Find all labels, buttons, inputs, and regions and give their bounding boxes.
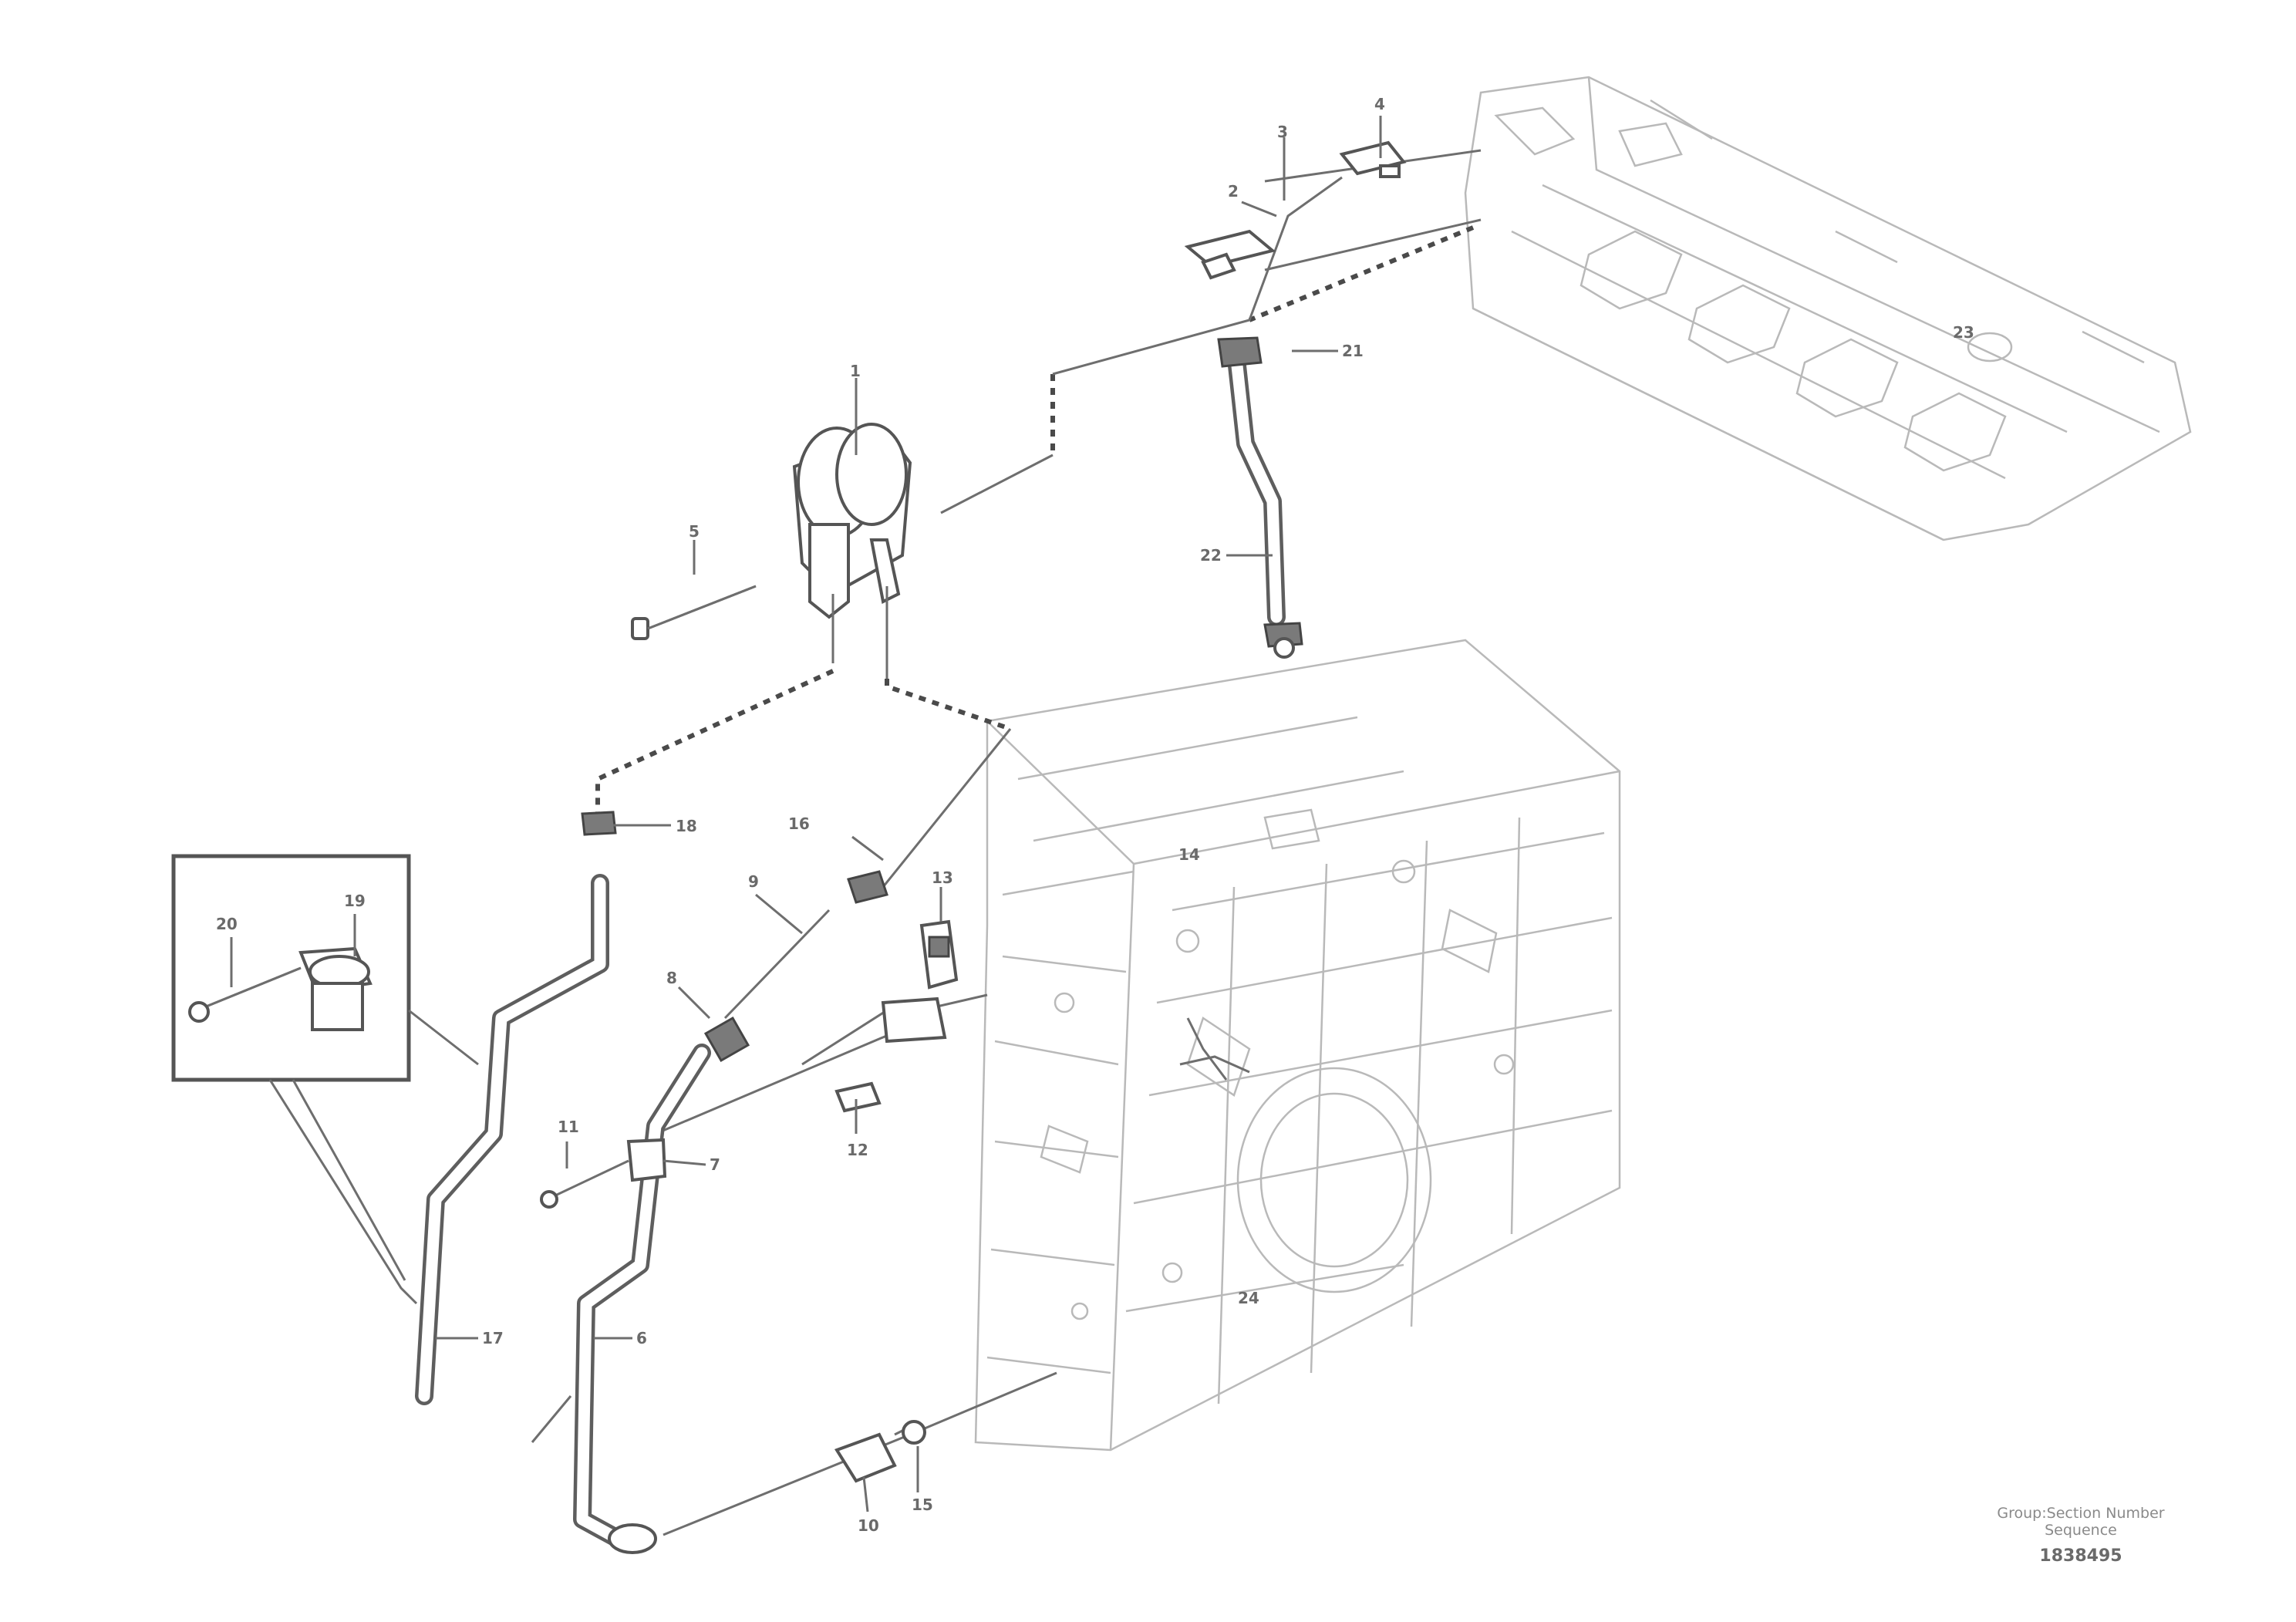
callout-label: 17: [482, 1329, 504, 1347]
thermostat-housing: [792, 423, 912, 679]
dashed-connections: [595, 225, 1475, 818]
callout-label: 6: [636, 1329, 647, 1347]
callout-label: 20: [216, 915, 238, 933]
sensor-fitting: [847, 870, 888, 904]
bracket-top: [1184, 140, 1407, 280]
engine-block: [974, 639, 1621, 1452]
callout-label: 3: [1277, 123, 1288, 141]
drain-cock: [834, 1420, 926, 1483]
callout-label: 14: [1178, 845, 1200, 864]
callout-label: 11: [558, 1118, 579, 1136]
hose-clamp-upper: [1217, 336, 1263, 368]
callout-label: 1: [850, 362, 861, 380]
callout-label: 7: [710, 1155, 720, 1174]
callout-label: 18: [676, 817, 697, 835]
bolt-upper-left: [631, 585, 757, 640]
route-lines: [531, 149, 1482, 1536]
elbow-fitting: [703, 1016, 750, 1063]
callout-label: 16: [788, 814, 810, 833]
reference-line-1: Group:Section Number: [1997, 1505, 2164, 1522]
tee-fitting: [540, 1138, 667, 1209]
callout-labels: 4 3 2 21 22 1 5 18 16 13 9 8 11 7 12 17 …: [216, 95, 1974, 1535]
connector-nipple: [1273, 637, 1295, 659]
callout-label: 13: [932, 868, 953, 887]
callout-label: 22: [1200, 546, 1222, 565]
reference-block: Group:Section Number Sequence 1838495: [1997, 1505, 2164, 1566]
label-leaders: [230, 116, 1382, 1512]
callout-label: 5: [689, 522, 700, 541]
reference-line-2: Sequence: [2045, 1522, 2117, 1539]
nipple-fitting: [834, 1081, 882, 1113]
hose-clamp-left: [581, 811, 617, 836]
callout-label: 2: [1228, 182, 1239, 201]
drawing-code: 1838495: [2039, 1546, 2122, 1566]
cylinder-head: [1464, 76, 2192, 541]
connector-right: [881, 919, 959, 1044]
callout-label: 15: [912, 1496, 933, 1514]
callout-label: 24: [1238, 1289, 1259, 1307]
coolant-pipes: [415, 349, 1286, 1552]
hose-clamp-lower: [1263, 622, 1303, 648]
callout-label: 12: [847, 1141, 868, 1159]
callout-label: 19: [344, 892, 366, 910]
inset-detail: [171, 854, 479, 1305]
callout-label: 9: [748, 872, 759, 891]
callout-label: 4: [1374, 95, 1385, 113]
pipe-end-cap: [608, 1523, 657, 1554]
callout-label: 8: [666, 969, 677, 987]
callout-label: 23: [1953, 323, 1974, 342]
callout-label: 21: [1342, 342, 1364, 360]
callout-label: 10: [858, 1516, 879, 1535]
